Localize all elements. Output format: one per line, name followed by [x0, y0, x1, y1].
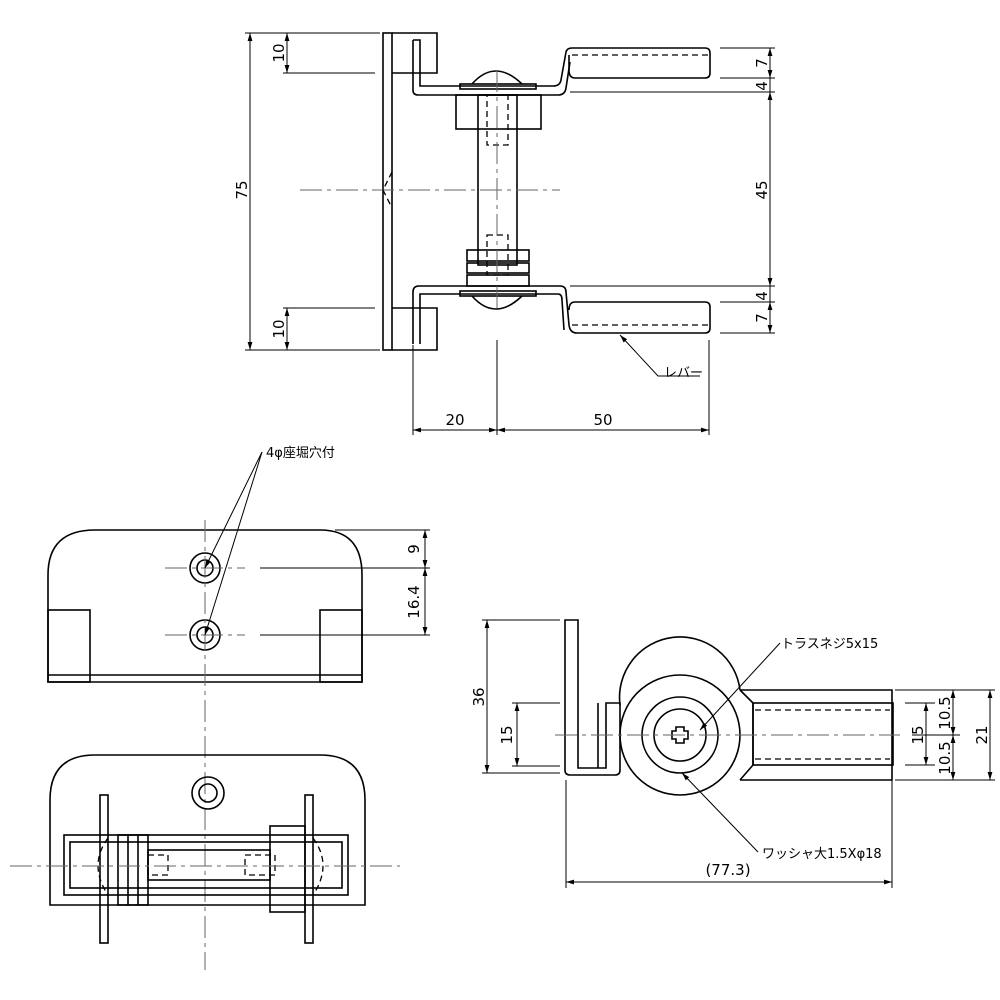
dim-overall: (77.3): [705, 861, 750, 879]
nut: [455, 94, 542, 130]
lever-plate-right: [304, 794, 314, 944]
front-view: [10, 754, 400, 944]
front-outline: [49, 754, 366, 906]
dim-gap-bottom: 4: [753, 291, 771, 301]
washer: [466, 249, 530, 262]
dim-lever-length: 50: [593, 411, 612, 429]
dim-lever-width: 21: [973, 725, 991, 744]
dim-lever-bottom: 7: [753, 313, 771, 323]
upper-lever: [568, 47, 711, 79]
lever-label: レバー: [664, 366, 703, 381]
dim-height: 36: [470, 687, 488, 706]
dim-tab-bottom: 10: [270, 319, 288, 338]
screw-label: トラスネジ5x15: [781, 637, 878, 652]
washer: [466, 262, 530, 274]
plate-tabs: [392, 32, 438, 351]
dim-half-bottom: 10.5: [936, 741, 954, 774]
top-view: 75 10 10 7 4 45 4 7 20 50 レバー: [233, 32, 775, 435]
dim-total-height: 75: [233, 180, 251, 199]
dim-half-top: 10.5: [936, 696, 954, 729]
dim-hole-top: 9: [405, 544, 423, 554]
side-view: 36 15 15 10.5 10.5 21 (77.3) トラスネジ5x15 ワ…: [470, 619, 995, 888]
washer-outline: [618, 636, 741, 706]
plate-view: 9 16.4 4φ座堀穴付: [47, 446, 430, 970]
dim-span: 45: [753, 180, 771, 199]
washer-label: ワッシャ大1.5Xφ18: [762, 847, 882, 862]
base-plate: [382, 32, 393, 351]
dim-offset: 20: [445, 411, 464, 429]
screw-head-top: [471, 70, 523, 85]
lever-plate-left: [99, 794, 109, 944]
screw-head-bottom: [471, 295, 523, 310]
dim-gap-top: 4: [753, 81, 771, 91]
hole-label: 4φ座堀穴付: [266, 446, 335, 461]
plate-outline: [47, 529, 363, 683]
dim-hole-pitch: 16.4: [405, 585, 423, 618]
upper-bracket: [413, 39, 573, 87]
dim-tab-top: 10: [270, 43, 288, 62]
dim-lever-inner: 15: [909, 725, 927, 744]
l-bracket: [564, 619, 621, 776]
dim-lever-top: 7: [753, 58, 771, 68]
lower-bracket-lever: [412, 285, 711, 344]
phillips-cross-icon: [671, 726, 689, 744]
dim-inner: 15: [498, 725, 516, 744]
nut-side: [269, 825, 306, 913]
washer: [466, 274, 530, 287]
